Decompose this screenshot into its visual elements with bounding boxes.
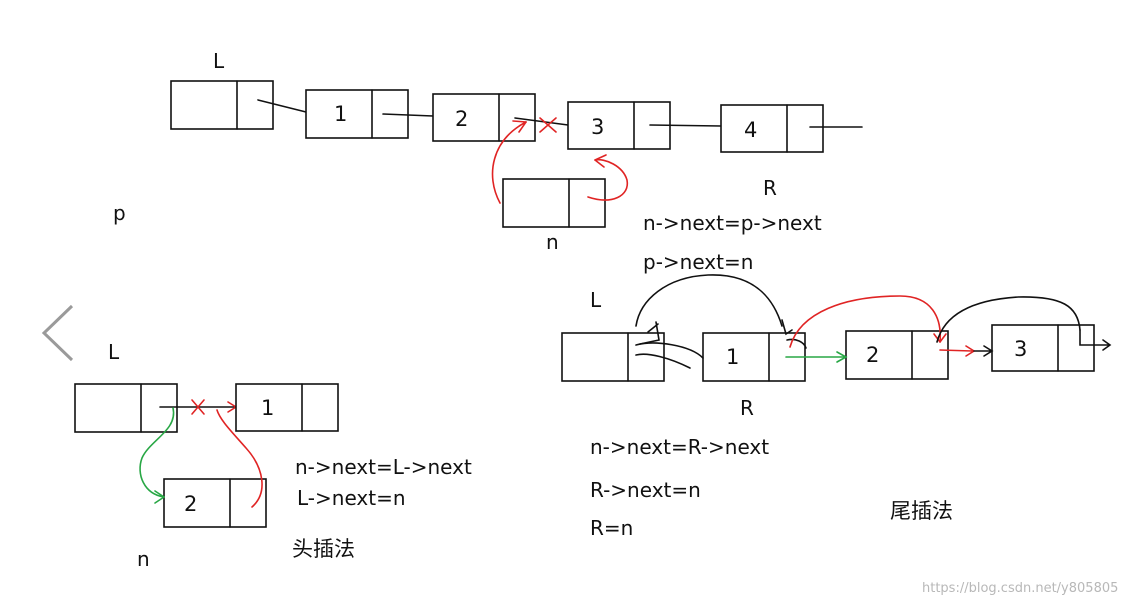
tail-black-arc-2-to-3 [936,296,1081,343]
tail-green-arrowhead [836,351,848,363]
top-node-3-value: 3 [591,115,604,139]
top-node-2-box [432,93,536,142]
head-code-line-1: n->next=L->next [295,455,472,479]
tail-black-scribble-L [639,321,660,345]
tail-node-1: 1 [702,332,806,382]
head-node-1: 1 [235,383,339,432]
top-code-line-2: p->next=n [643,250,753,274]
head-node-2-box [163,478,267,528]
head-red-arrow [216,409,263,508]
tail-black-stroke-back [635,353,691,369]
tail-label-R: R [740,396,754,420]
top-red-arrow-n-to-3 [587,158,628,201]
head-node-1-value: 1 [261,396,274,420]
head-caption: 头插法 [292,537,355,561]
tail-black-link-2-3 [973,345,994,357]
head-node-2: 2 [163,478,267,528]
tail-L-node-box [561,332,665,382]
top-code-line-1: n->next=p->next [643,211,822,235]
tail-label-L: L [590,288,602,312]
tail-code-line-3: R=n [590,516,633,540]
watermark-text: https://blog.csdn.net/y805805 [922,581,1118,596]
head-insert-diagram: L 1 2 n n->next=L->next L->next=n 头插法 [74,340,472,571]
top-new-node-box [502,178,606,228]
head-node-1-box [235,383,339,432]
top-link-2-3-old [514,117,569,126]
tail-node-3-box [991,324,1095,372]
tail-black-stroke-1 [786,338,807,349]
tail-node-2: 2 [845,330,949,380]
top-insert-diagram: L p 1 2 3 [113,49,863,274]
top-node-4: 4 [720,104,824,153]
top-red-arrowhead-n-to-3 [594,154,607,168]
top-node-4-box [720,104,824,153]
tail-node-3: 3 [991,324,1095,372]
tail-red-link-2-3 [939,349,973,352]
top-node-1-value: 1 [334,102,347,126]
tail-node-3-value: 3 [1014,337,1027,361]
head-L-node-box [74,383,178,433]
top-head-node [170,80,274,130]
top-new-node-n [502,178,606,228]
chevron-left-icon[interactable] [41,304,74,362]
tail-code-line-1: n->next=R->next [590,435,769,459]
head-label-L: L [108,340,120,364]
head-green-arrowhead [154,490,165,504]
head-cross-mark [191,399,205,415]
tail-L-node [561,332,665,382]
top-label-L: L [213,49,225,73]
top-label-p: p [113,201,126,225]
top-label-n: n [546,230,559,254]
top-link-3-4 [649,124,722,127]
tail-black-arrowhead-R [781,319,793,336]
top-cross-mark [539,117,557,133]
tail-node-2-value: 2 [866,343,879,367]
tail-red-arrowhead-2 [933,333,947,343]
top-node-2: 2 [432,93,536,142]
head-label-n: n [137,547,150,571]
head-node-2-value: 2 [184,492,197,516]
top-red-arrow-p-to-n [491,121,527,204]
tail-caption: 尾插法 [890,499,953,523]
tail-black-arrow-3-next [1079,329,1112,351]
head-green-arrow [139,407,175,498]
tail-node-2-box [845,330,949,380]
top-link-head-1 [257,99,307,113]
tail-code-line-2: R->next=n [590,478,701,502]
top-node-4-value: 4 [744,118,757,142]
head-code-line-2: L->next=n [297,486,406,510]
tail-node-1-value: 1 [726,345,739,369]
top-label-R: R [763,176,777,200]
top-head-node-box [170,80,274,130]
tail-black-arc-L-to-R [635,274,783,327]
head-L-node [74,383,178,433]
top-link-1-2 [382,113,434,117]
top-node-2-value: 2 [455,107,468,131]
tail-red-arc-1-to-2 [789,295,942,348]
tail-insert-diagram: L 1 2 3 [561,274,1112,540]
top-red-arrowhead-p-to-n [512,120,527,133]
